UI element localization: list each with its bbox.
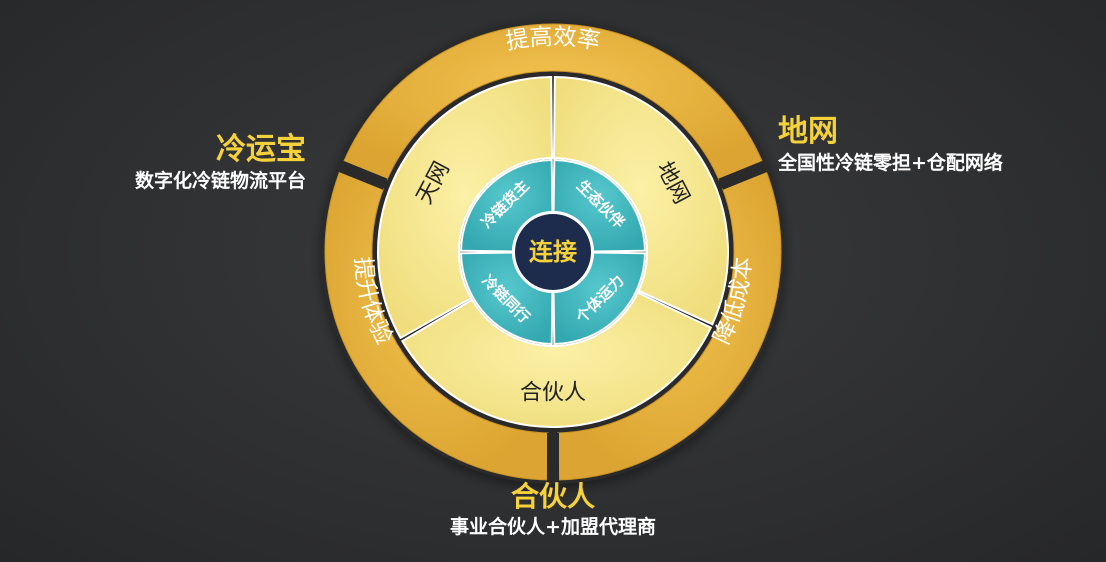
outer-segment-right bbox=[557, 171, 782, 481]
outer-segment-top bbox=[343, 23, 763, 181]
middle-segment-left bbox=[377, 75, 554, 340]
callout-right-title: 地网 bbox=[778, 114, 838, 149]
callout-left: 冷运宝 数字化冷链物流平台 bbox=[135, 132, 306, 194]
callout-left-title: 冷运宝 bbox=[216, 132, 306, 167]
outer-divider-right bbox=[718, 160, 769, 190]
inner-ring bbox=[459, 158, 647, 346]
outer-segment-left bbox=[324, 171, 549, 481]
middle-label-bottom: 合伙人 bbox=[520, 381, 586, 406]
callout-left-subtitle: 数字化冷链物流平台 bbox=[134, 170, 306, 192]
middle-segment-right bbox=[552, 75, 729, 326]
middle-ring bbox=[377, 75, 729, 428]
center-hub bbox=[512, 211, 594, 293]
callout-right: 地网 全国性冷链零担+仓配网络 bbox=[778, 114, 1003, 176]
outer-divider-left bbox=[337, 160, 388, 190]
callout-bottom-title: 合伙人 bbox=[510, 480, 596, 513]
callout-bottom: 合伙人 事业合伙人+加盟代理商 bbox=[450, 480, 656, 540]
callout-bottom-subtitle: 事业合伙人+加盟代理商 bbox=[450, 516, 656, 538]
callout-right-subtitle: 全国性冷链零担+仓配网络 bbox=[778, 152, 1003, 174]
center-hub-fill bbox=[515, 214, 591, 290]
center-label: 连接 bbox=[529, 238, 577, 266]
middle-segment-bottom bbox=[400, 291, 713, 428]
